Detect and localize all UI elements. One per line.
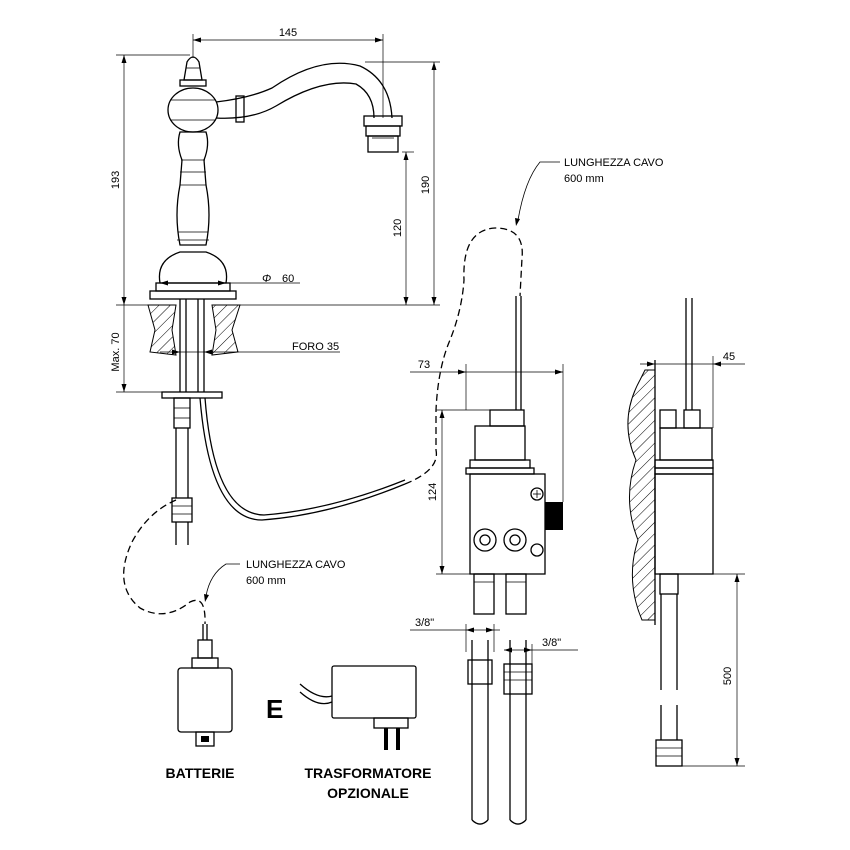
dim-height-to-base: 190 [420,176,432,194]
sensor-cable-dashed [404,227,523,485]
dim-spout-reach: 145 [279,27,297,39]
control-box-front [465,296,563,825]
dim-hole: FORO 35 [292,341,339,353]
dim-hose-length: 500 [722,667,734,685]
cable-length-upper-line2: 600 mm [564,173,604,185]
box-dimensions [410,364,578,664]
battery-pack [177,624,233,747]
faucet-dimensions [116,34,440,393]
dim-box-width: 73 [418,359,430,371]
dim-inlet-left: 3/8" [415,617,434,629]
transformer [299,665,417,750]
dim-inlet-right: 3/8" [542,637,561,649]
side-dimensions [640,356,745,767]
cable-length-upper-line1: LUNGHEZZA CAVO [564,157,664,169]
transformer-marker: E [266,694,283,724]
cable-length-lower-line1: LUNGHEZZA CAVO [246,559,346,571]
transformer-label-line1: TRASFORMATORE [304,765,431,781]
dim-max-thickness: Max. 70 [110,332,122,371]
dim-box-height: 124 [427,483,439,501]
transformer-label-line2: OPZIONALE [327,785,409,801]
control-box-side [627,298,714,767]
dim-side-depth: 45 [723,351,735,363]
dim-total-height: 193 [110,171,122,189]
batteries-label: BATTERIE [166,765,235,781]
shank-assembly [161,299,406,545]
dim-base-diameter: 60 [282,273,294,285]
cable-length-lower-line2: 600 mm [246,575,286,587]
dim-diameter-symbol: Φ [262,273,271,285]
faucet-body [149,56,403,300]
countertop-section [147,304,241,356]
battery-cable [123,499,206,625]
dim-spout-height: 120 [392,219,404,237]
